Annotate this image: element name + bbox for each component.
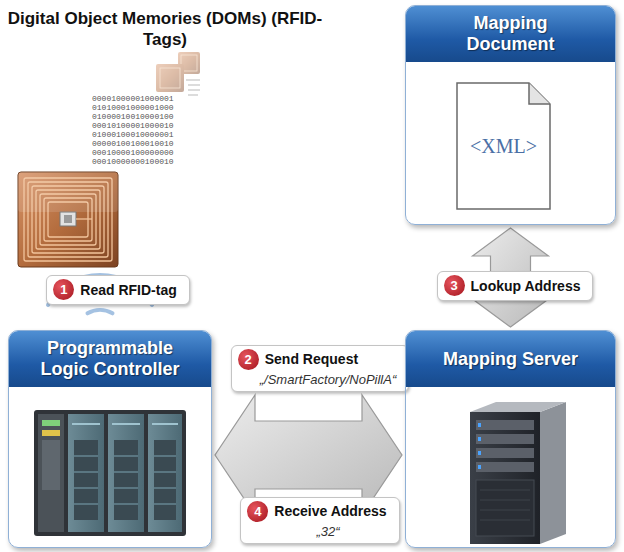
step-label: Send Request bbox=[265, 351, 358, 367]
message-text: „/SmartFactory/NoPillA“ bbox=[238, 372, 397, 387]
binary-data: 01010001000001000 bbox=[92, 104, 174, 112]
xml-document: <XML> bbox=[456, 82, 551, 210]
binary-data: 00010000100000000 bbox=[92, 149, 174, 157]
panel-header: Programmable Logic Controller bbox=[9, 331, 211, 387]
panel-header: Mapping Document bbox=[406, 6, 615, 62]
callout-number: 3 bbox=[444, 275, 465, 296]
binary-data: 00010000000100010 bbox=[92, 158, 174, 166]
binary-data: 01000100010000001 bbox=[92, 131, 174, 139]
callout-number: 2 bbox=[238, 349, 259, 370]
binary-data: 00001000001000001 bbox=[92, 95, 174, 103]
panel-heading: Mapping Document bbox=[451, 13, 571, 55]
server-tower bbox=[470, 402, 566, 544]
step-callout: 2 Send Request „/SmartFactory/NoPillA“ bbox=[231, 345, 410, 392]
callout-number: 4 bbox=[247, 501, 268, 522]
callout-number: 1 bbox=[53, 279, 74, 300]
rfid-tag-card bbox=[156, 52, 200, 95]
step-callout: 1 Read RFID-tag bbox=[46, 275, 189, 305]
panel-heading: Mapping Server bbox=[443, 349, 578, 370]
step-callout: 4 Receive Address „32“ bbox=[240, 497, 399, 544]
file-type-label: <XML> bbox=[456, 135, 551, 158]
plc-device bbox=[34, 410, 186, 536]
rfid-tag bbox=[18, 172, 118, 267]
message-text: „32“ bbox=[247, 524, 386, 539]
binary-data: 00000100100010010 bbox=[92, 140, 174, 148]
step-callout: 3 Lookup Address bbox=[437, 271, 594, 301]
binary-data: 00010100001000010 bbox=[92, 122, 174, 130]
binary-data: 01000010010000100 bbox=[92, 113, 174, 121]
panel-header: Mapping Server bbox=[406, 331, 615, 387]
diagram-title: Digital Object Memories (DOMs) (RFID-Tag… bbox=[5, 8, 325, 50]
step-label: Read RFID-tag bbox=[80, 282, 176, 298]
panel-heading: Programmable Logic Controller bbox=[23, 338, 198, 380]
controller-box: Programmable Logic Controller bbox=[8, 330, 212, 548]
step-label: Lookup Address bbox=[471, 278, 581, 294]
server-box: Mapping Server bbox=[405, 330, 616, 548]
document-box: Mapping Document <XML> bbox=[405, 5, 616, 225]
step-label: Receive Address bbox=[274, 503, 386, 519]
